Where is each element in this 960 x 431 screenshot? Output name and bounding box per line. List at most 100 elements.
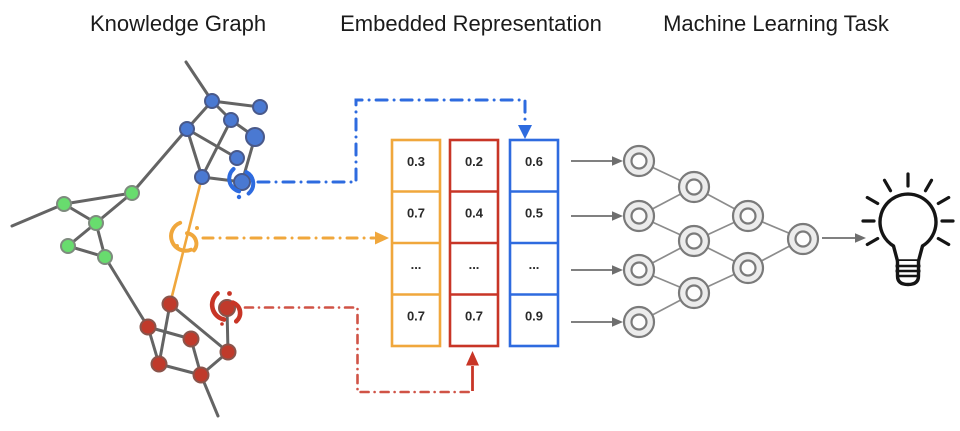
nn-neuron bbox=[622, 199, 656, 233]
highlight-dot bbox=[236, 194, 242, 200]
lightbulb-rays bbox=[861, 172, 955, 247]
neural-network bbox=[622, 144, 866, 339]
graph-node-red bbox=[182, 330, 200, 348]
graph-node-red bbox=[139, 318, 157, 336]
nn-neuron bbox=[677, 224, 711, 258]
nn-neuron bbox=[731, 199, 765, 233]
vector-value: 0.3 bbox=[407, 154, 425, 169]
graph-node-red bbox=[161, 295, 179, 313]
nn-output-arrow bbox=[822, 233, 866, 243]
lightbulb-base bbox=[895, 261, 921, 287]
embedding-column-blue: 0.6 0.5 ... 0.9 bbox=[508, 138, 560, 348]
nn-links bbox=[638, 160, 804, 323]
embedding-column-yellow: 0.3 0.7 ... 0.7 bbox=[390, 138, 442, 348]
vector-value: ... bbox=[469, 257, 480, 272]
graph-nodes-red bbox=[139, 295, 237, 384]
vector-value: 0.6 bbox=[525, 154, 543, 169]
graph-nodes-blue bbox=[179, 93, 268, 191]
vector-value: 0.7 bbox=[465, 309, 483, 324]
highlight-dot bbox=[195, 226, 199, 230]
graph-edge bbox=[130, 127, 189, 195]
graph-edge bbox=[168, 302, 230, 354]
blue-arrowhead bbox=[518, 125, 532, 139]
lightbulb-ray bbox=[923, 178, 934, 193]
graph-node-blue bbox=[223, 112, 239, 128]
graph-node-blue bbox=[229, 150, 245, 166]
graph-node-red bbox=[150, 355, 168, 373]
nn-neurons bbox=[622, 144, 820, 339]
embedding-flow-arrows bbox=[201, 98, 532, 394]
highlight-dot bbox=[220, 322, 224, 326]
input-arrowhead bbox=[612, 156, 623, 166]
vector-value: 0.2 bbox=[465, 154, 483, 169]
vector-value: ... bbox=[411, 257, 422, 272]
graph-edge bbox=[200, 118, 233, 179]
lightbulb-ray bbox=[865, 195, 880, 206]
vector-value: 0.7 bbox=[407, 309, 425, 324]
graph-nodes-green bbox=[56, 185, 140, 265]
graph-edge bbox=[185, 127, 204, 179]
yellow-arrowhead bbox=[375, 231, 389, 245]
vector-value: 0.5 bbox=[525, 206, 543, 221]
nn-input-arrows bbox=[571, 156, 623, 327]
blue-dashdot-arrow bbox=[256, 98, 527, 184]
input-arrowhead bbox=[612, 265, 623, 275]
graph-node-red bbox=[192, 366, 210, 384]
section-title-embedded-representation: Embedded Representation bbox=[340, 11, 602, 36]
vector-value: 0.9 bbox=[525, 309, 543, 324]
vector-value: ... bbox=[529, 257, 540, 272]
graph-node-green bbox=[56, 196, 72, 212]
graph-edge bbox=[103, 255, 150, 329]
section-title-knowledge-graph: Knowledge Graph bbox=[89, 11, 267, 36]
graph-edge bbox=[210, 99, 262, 109]
knowledge-graph bbox=[10, 60, 268, 418]
graph-node-blue bbox=[245, 127, 265, 147]
output-arrowhead bbox=[855, 233, 866, 243]
highlight-marks-yellow-edge bbox=[169, 220, 199, 253]
graph-node-green bbox=[124, 185, 140, 201]
highlight-marks-red-node bbox=[209, 291, 243, 326]
highlight-dot bbox=[175, 244, 179, 248]
vector-value: 0.4 bbox=[465, 206, 484, 221]
highlight-paren bbox=[209, 291, 227, 322]
embedding-columns: 0.3 0.7 ... 0.7 0.2 0.4 ... 0.7 0.6 bbox=[390, 138, 560, 348]
graph-node-blue bbox=[204, 93, 220, 109]
vector-value: 0.7 bbox=[407, 206, 425, 221]
graph-node-blue bbox=[194, 169, 210, 185]
graph-node-blue bbox=[179, 121, 195, 137]
highlight-dot bbox=[227, 291, 232, 296]
graph-edge bbox=[185, 127, 239, 160]
highlight-paren bbox=[244, 170, 256, 196]
highlight-paren bbox=[169, 220, 193, 253]
lightbulb-ray bbox=[882, 178, 893, 193]
embedding-column-red: 0.2 0.4 ... 0.7 bbox=[448, 138, 500, 348]
red-dashdot-arrow bbox=[243, 306, 471, 394]
graph-node-green bbox=[88, 215, 104, 231]
input-arrowhead bbox=[612, 317, 623, 327]
lightbulb-ray bbox=[936, 236, 951, 247]
graph-node-blue bbox=[252, 99, 268, 115]
lightbulb-ray bbox=[865, 236, 880, 247]
nn-neuron bbox=[622, 305, 656, 339]
lightbulb-globe bbox=[878, 192, 938, 263]
highlighted-relation-edge bbox=[168, 175, 204, 306]
nn-neuron bbox=[731, 251, 765, 285]
graph-node-green bbox=[97, 249, 113, 265]
highlight-marks-blue-node bbox=[227, 167, 256, 200]
graph-edge bbox=[62, 191, 134, 206]
graph-node-red bbox=[219, 343, 237, 361]
section-title-machine-learning-task: Machine Learning Task bbox=[663, 11, 889, 36]
graph-node-red-highlighted bbox=[218, 299, 236, 317]
graph-edge bbox=[157, 302, 172, 366]
graph-node-green bbox=[60, 238, 76, 254]
nn-neuron-output bbox=[786, 222, 820, 256]
lightbulb-icon bbox=[861, 172, 955, 287]
red-arrowhead bbox=[466, 351, 479, 366]
nn-neuron bbox=[677, 170, 711, 204]
highlight-paren bbox=[227, 167, 242, 194]
lightbulb-ray bbox=[936, 195, 951, 206]
nn-neuron bbox=[622, 253, 656, 287]
nn-neuron bbox=[677, 276, 711, 310]
